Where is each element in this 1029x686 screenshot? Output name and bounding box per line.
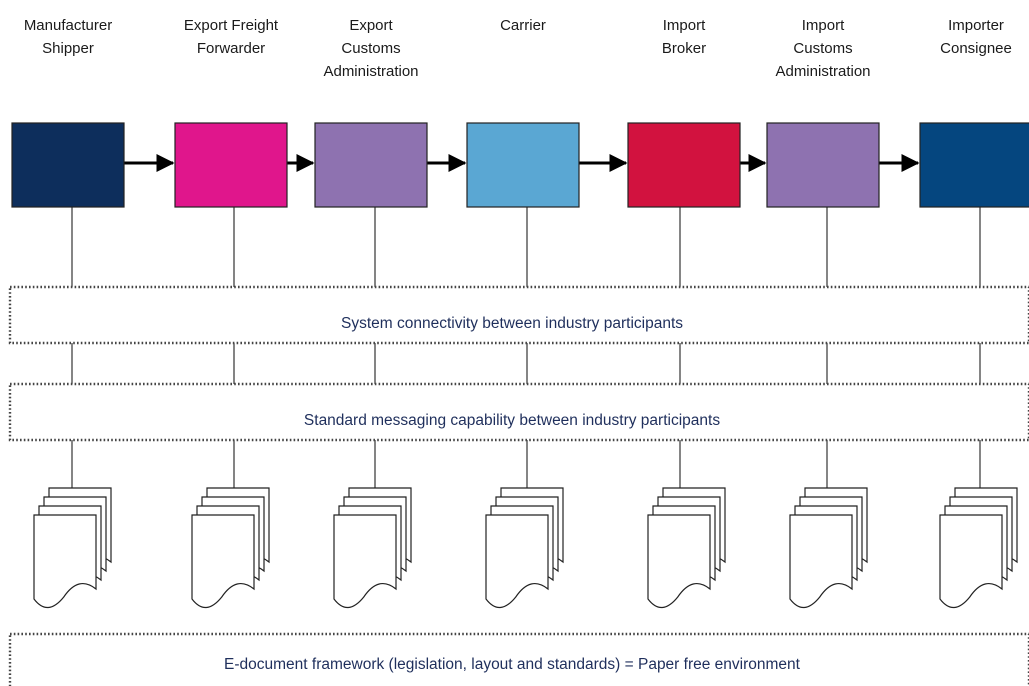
- participant-label-line: Customs: [341, 40, 400, 57]
- participant-label-line: Export: [349, 17, 393, 34]
- framework-band: E-document framework (legislation, layou…: [8, 632, 1029, 686]
- participant-box: [11, 122, 125, 208]
- document-stack-icon: [333, 487, 412, 609]
- participant-label-line: Forwarder: [197, 40, 265, 57]
- connectivity-band-label: System connectivity between industry par…: [341, 315, 683, 332]
- participant-label-line: Export Freight: [184, 17, 279, 34]
- document-stack-icon: [191, 487, 270, 609]
- participant-label: Carrier: [500, 17, 546, 34]
- participant-label-line: Consignee: [940, 40, 1012, 57]
- connectivity-band: System connectivity between industry par…: [8, 285, 1029, 345]
- document-stack-icon: [647, 487, 726, 609]
- participant-label-line: Shipper: [42, 40, 94, 57]
- framework-band-label: E-document framework (legislation, layou…: [224, 656, 801, 673]
- participant-label-line: Import: [663, 17, 706, 34]
- participant-label-line: Customs: [793, 40, 852, 57]
- participant-box: [627, 122, 741, 208]
- participant-box: [466, 122, 580, 208]
- participant-label-line: Administration: [323, 63, 418, 80]
- participant-box: [919, 122, 1029, 208]
- document-stack-icon: [485, 487, 564, 609]
- messaging-band-label: Standard messaging capability between in…: [304, 412, 720, 429]
- participant-label-line: Import: [802, 17, 845, 34]
- participant-label-line: Importer: [948, 17, 1004, 34]
- document-stack-icon: [939, 487, 1018, 609]
- document-stack-icon: [33, 487, 112, 609]
- participant-label-line: Administration: [775, 63, 870, 80]
- participant-box: [314, 122, 428, 208]
- participant-label-line: Broker: [662, 40, 706, 57]
- participant-boxes: [11, 122, 1029, 208]
- document-stacks: [33, 487, 1018, 609]
- participant-label-line: Manufacturer: [24, 17, 112, 34]
- participant-label-line: Carrier: [500, 17, 546, 34]
- messaging-band: Standard messaging capability between in…: [8, 382, 1029, 442]
- participant-box: [766, 122, 880, 208]
- participant-box: [174, 122, 288, 208]
- connector-lines: [71, 207, 981, 488]
- document-stack-icon: [789, 487, 868, 609]
